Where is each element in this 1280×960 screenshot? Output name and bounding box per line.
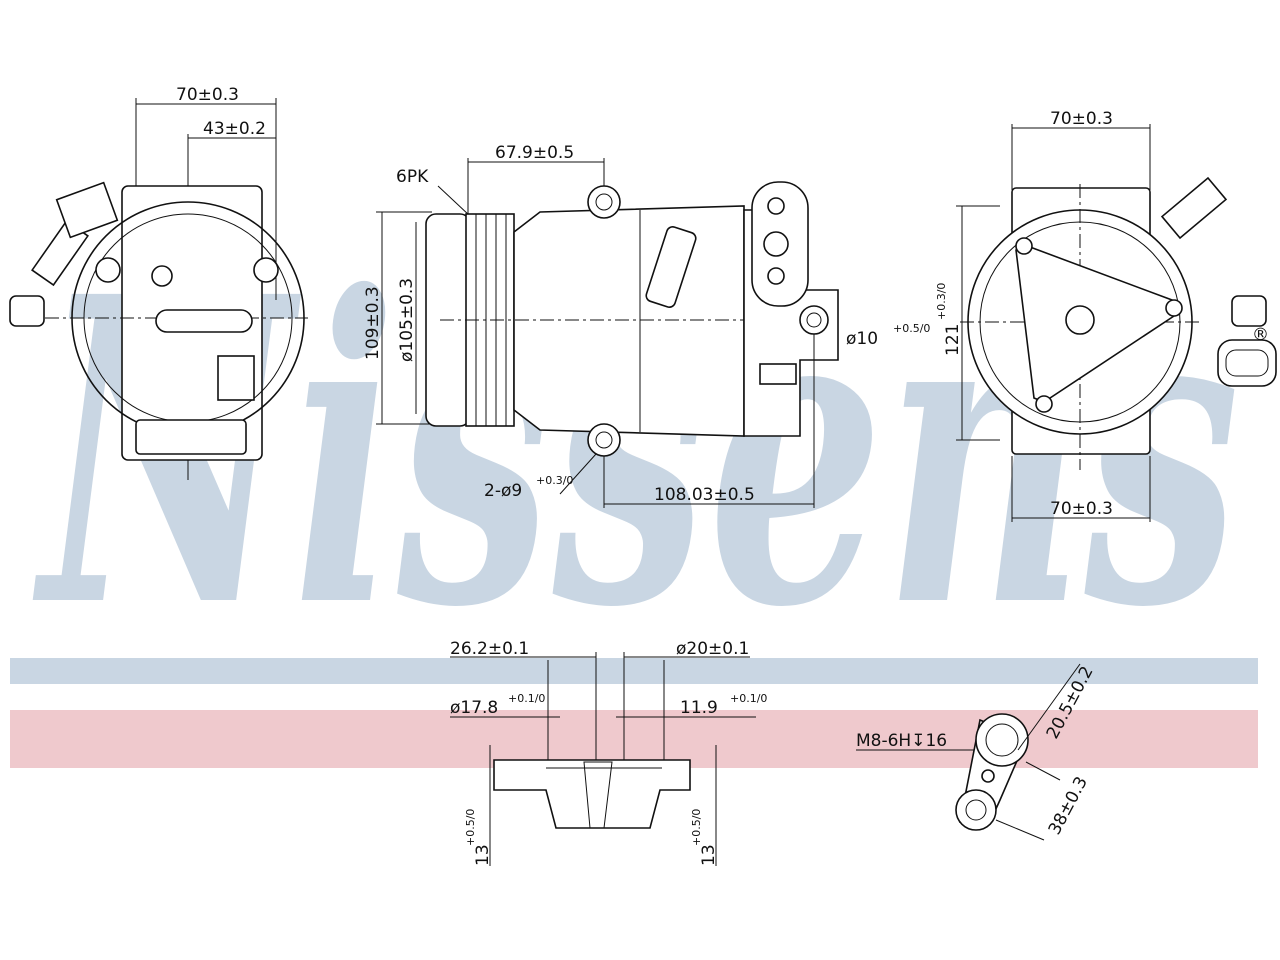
port-dim-d-tol: +0.1/0	[730, 692, 767, 705]
side-dim-hole-tol: +0.5/0	[893, 322, 930, 335]
right-dim-height-tol: +0.3/0	[935, 283, 948, 320]
blue-stripe	[10, 658, 1258, 684]
port-dim-e: 13	[473, 844, 493, 866]
port-dim-b: ø20±0.1	[676, 639, 749, 659]
flange-dim-b: 38±0.3	[1045, 773, 1092, 838]
port-dim-f-tol: +0.5/0	[690, 809, 703, 846]
side-view: 67.9±0.5 6PK 109±0.3 ø105±0.3	[363, 143, 930, 508]
flange-thread: M8-6H↧16	[856, 731, 947, 751]
side-dim-clutch: 67.9±0.5	[495, 143, 574, 163]
right-dim-height: 121	[943, 324, 963, 356]
side-dim-length: 108.03±0.5	[654, 485, 755, 505]
side-dim-hole: ø10	[846, 329, 878, 349]
port-dim-c: ø17.8	[450, 698, 498, 718]
port-detail: 26.2±0.1 ø20±0.1 ø17.8 +0.1/0 11.9 +0.1/…	[450, 639, 767, 866]
side-dim-mount-tol: +0.3/0	[536, 474, 573, 487]
port-dim-d: 11.9	[680, 698, 718, 718]
port-dim-a: 26.2±0.1	[450, 639, 529, 659]
left-dim-width: 70±0.3	[176, 85, 239, 105]
side-dim-height: 109±0.3	[363, 286, 383, 360]
side-dim-mount: 2-ø9	[484, 481, 522, 501]
left-view: 70±0.3 43±0.2	[9, 85, 308, 480]
left-dim-offset: 43±0.2	[203, 119, 266, 139]
belt-label: 6PK	[396, 167, 429, 187]
right-dim-bottom: 70±0.3	[1050, 499, 1113, 519]
side-dim-pulley: ø105±0.3	[397, 278, 417, 362]
port-dim-c-tol: +0.1/0	[508, 692, 545, 705]
right-view: 70±0.3 121 +0.3/0 70±0.3	[935, 109, 1277, 522]
port-dim-e-tol: +0.5/0	[464, 809, 477, 846]
right-dim-top: 70±0.3	[1050, 109, 1113, 129]
red-stripe	[10, 710, 1258, 768]
port-dim-f: 13	[699, 844, 719, 866]
